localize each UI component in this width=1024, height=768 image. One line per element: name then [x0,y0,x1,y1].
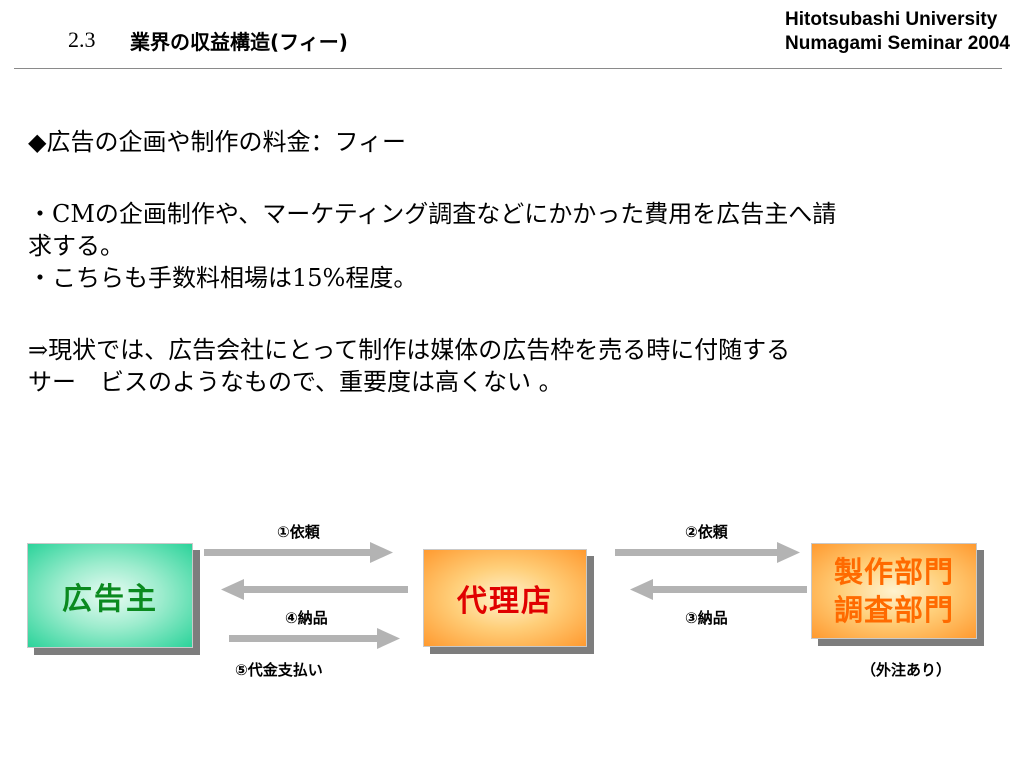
bullet-1-line-1: ・CMの企画制作や、マーケティング調査などにかかった費用を広告主へ請 [28,200,837,228]
header-divider [14,68,1002,69]
arrow-delivery-3 [630,579,807,600]
organization-line-2: Numagami Seminar 2004 [785,33,1010,54]
step-5-label: ⑤代金支払い [235,661,323,679]
agency-box: 代理店 [423,549,587,647]
step-3-label: ③納品 [685,609,728,627]
advertiser-label: 広告主 [62,581,158,617]
step-1-label: ①依頼 [277,523,320,541]
arrow-payment-5 [229,628,400,649]
organization-label: Hitotsubashi University Numagami Seminar… [785,8,1010,56]
bullet-1-line-2: 求する。 [28,232,124,260]
outsourced-note: （外注あり） [861,661,952,679]
research-label: 調査部門 [833,593,954,627]
conclusion-line-1: ⇒現状では、広告会社にとって制作は媒体の広告枠を売る時に付随する [28,336,791,364]
organization-line-1: Hitotsubashi University [785,9,998,30]
arrow-request-1 [204,542,393,563]
bullet-2: ・こちらも手数料相場は15%程度。 [28,264,418,292]
step-2-label: ②依頼 [685,523,728,541]
step-4-label: ④納品 [285,609,328,627]
agency-label: 代理店 [457,584,553,619]
heading-fee: ◆広告の企画や制作の料金：フィー [28,128,406,156]
advertiser-box: 広告主 [27,543,193,648]
production-box: 製作部門 調査部門 [811,543,977,639]
section-number: 2.3 [68,27,96,52]
arrow-delivery-4 [221,579,408,600]
arrow-request-2 [615,542,800,563]
slide-title: 業界の収益構造(フィー) [130,30,348,54]
production-label: 製作部門 [833,555,954,589]
conclusion-line-2: サー ビスのようなもので、重要度は高くない 。 [28,368,563,396]
